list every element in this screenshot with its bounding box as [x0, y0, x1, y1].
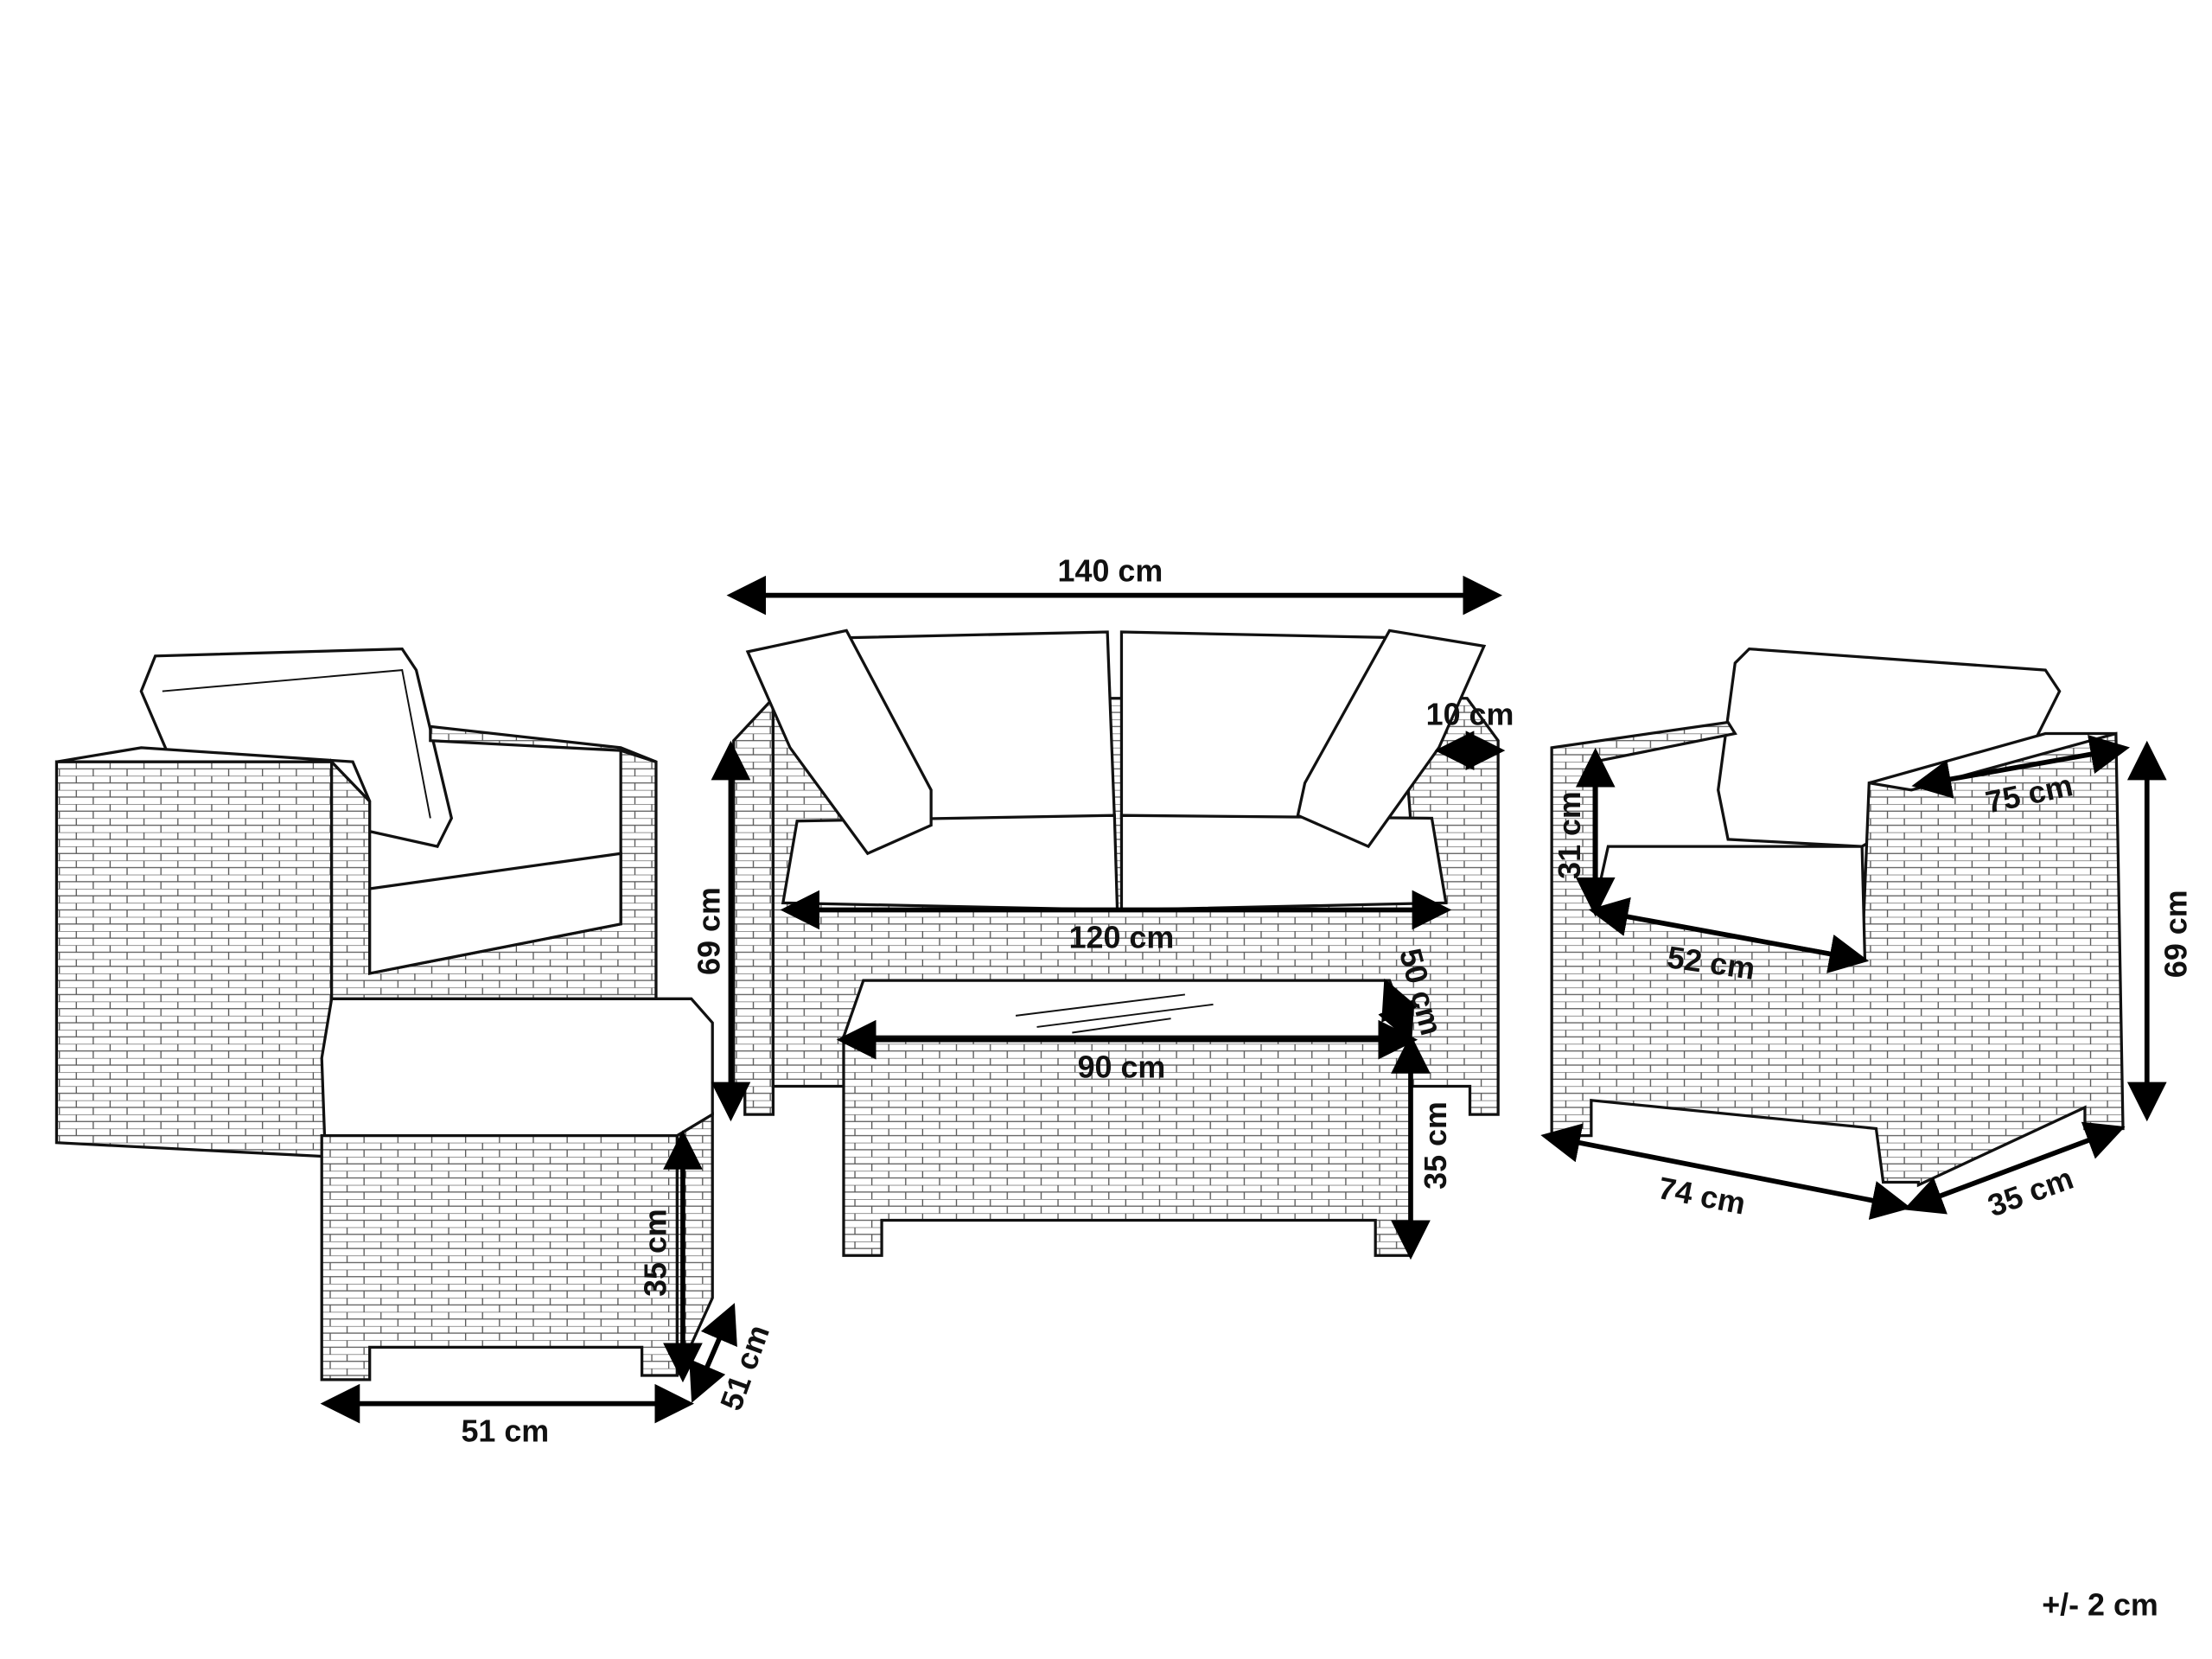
tolerance-note: +/- 2 cm [2042, 1587, 2158, 1622]
ottoman-height-label: 35 cm [638, 1209, 673, 1297]
chair-width-label: 74 cm [1655, 1171, 1748, 1222]
coffee-table [841, 979, 1413, 1257]
table-width-label: 90 cm [1078, 1050, 1166, 1085]
ottoman-width-label: 51 cm [461, 1414, 549, 1449]
left-armchair [54, 647, 658, 1159]
chair-leg-depth-label: 35 cm [1983, 1161, 2077, 1223]
sofa-arm-width-label: 10 cm [1426, 698, 1514, 732]
dimension-labels: 140 cm 10 cm 69 cm 120 cm 50 cm 90 cm 35… [461, 553, 2193, 1622]
ottoman [320, 997, 714, 1381]
sofa-height-label: 69 cm [692, 887, 726, 975]
chair-seat-height-label: 31 cm [1552, 791, 1587, 879]
table-height-label: 35 cm [1418, 1101, 1453, 1190]
chair-height-label: 69 cm [2158, 890, 2193, 978]
sofa-width-label: 140 cm [1058, 553, 1163, 588]
dimension-arrows [320, 575, 2167, 1424]
sofa-seat-width-label: 120 cm [1069, 921, 1175, 955]
